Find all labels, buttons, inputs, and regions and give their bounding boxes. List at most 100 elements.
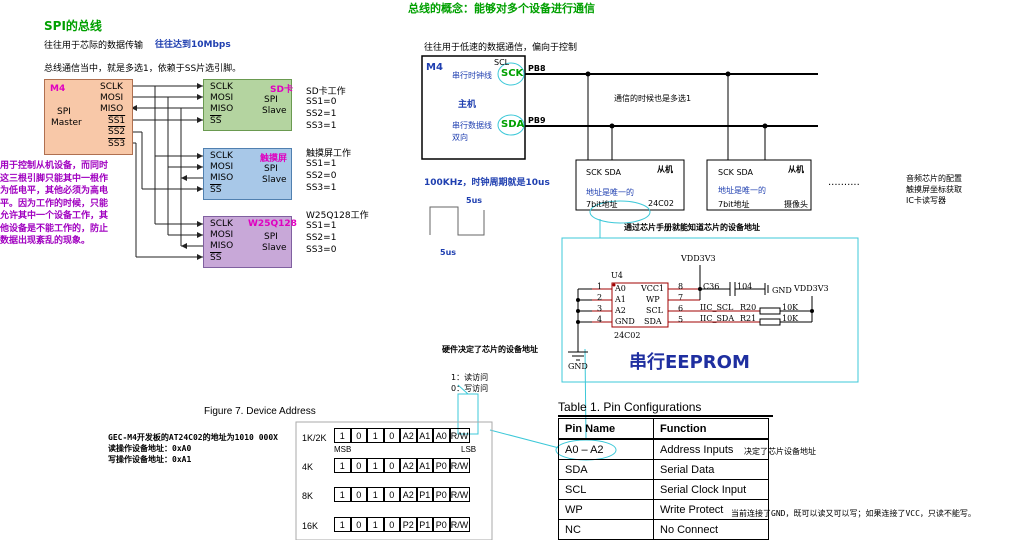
iic-speed: 100KHz，时钟周期就是10us [424,178,550,188]
slave-pin: MOSI [210,93,234,103]
fig7-bit-cell: 0 [383,517,400,532]
table-row: SDA Serial Data [558,459,769,480]
iic-pb9: PB9 [528,116,546,125]
eeprom-big-label: 串行EEPROM [629,352,750,373]
spi-master-pin: SS3 [108,139,126,149]
fig7-bit-cell: A1 [416,428,433,443]
fig7-bit-cell: P0 [433,517,450,532]
fig7-msb: MSB [334,445,352,454]
iic-slave1-bits: 7bit地址 [586,200,618,209]
fig7-bit-cell: 0 [350,428,367,443]
iic-host: 主机 [458,100,477,110]
fig7-size: 16K [302,521,319,531]
fig7-bit-cell: 1 [367,487,384,502]
spi-master-pin: SCLK [100,82,123,92]
right-note-line: IC卡读写器 [906,196,946,205]
side-note-line: 这三根引脚只能其中一根作 [0,173,109,184]
iic-slave2-pins: SCK SDA [718,168,754,177]
slave-status: SS1=1 [306,221,337,231]
iic-clk-label: 串行时钟线 [452,71,492,80]
slave-status-title: 触摸屏工作 [306,149,352,159]
fig7-bit-cell: P0 [433,487,450,502]
iic-slave1-pins: SCK SDA [586,168,622,177]
side-note-line: 他设备是不能工作的，防止 [0,223,109,234]
spi-master-name: M4 [50,84,66,94]
iic-slave1-chip: 24C02 [648,199,674,208]
slave-label: Slave [262,106,287,116]
slave-status: SS2=0 [306,171,337,181]
side-note-line: 为低电平，其他必须为高电 [0,186,109,196]
eeprom-pin-num: 4 [597,315,603,324]
table1-title: Table 1. Pin Configurations [558,400,702,414]
pin-config-table: Pin Name Function A0 – A2 Address Inputs… [558,418,769,540]
slave-status-title: SD卡工作 [306,87,346,97]
iic-pb8: PB8 [528,64,546,73]
side-note-line: 用于控制从机设备，而同时 [0,161,109,171]
spi-slave-sd: SCLK MOSI MISO SS SD卡 SPI Slave [203,79,293,131]
eeprom-pin-left: GND [615,317,635,326]
fig7-bit-cell: R/W [449,487,470,502]
table-cell-pin: SDA [558,459,654,480]
iic-slave2-chip: 摄像头 [784,200,808,209]
iic-data-label: 串行数据线 [452,121,492,130]
eeprom-iic-sda: IIC_SDA [700,314,735,323]
fig7-size: 1K/2K [302,433,327,443]
eeprom-pin-left: A1 [615,295,626,304]
eeprom-r20: R20 [740,303,757,312]
iic-sub: 往往用于低速的数据通信，偏向于控制 [424,43,578,53]
spi-master-pin: SS2 [108,127,126,137]
slave-pin: SCLK [210,219,233,229]
right-note-line: 触摸屏坐标获取 [906,185,962,194]
slave-status: SS3=0 [306,245,337,255]
table-note: 当前连接了GND，既可以读又可以写；如果连接了VCC，只读不能写。 [731,509,976,518]
table-note: 决定了芯片设备地址 [744,447,816,456]
spi-master-line2: Master [51,118,82,128]
table-cell-pin: SCL [558,479,654,500]
slave-pin: MISO [210,104,234,114]
slave-pin: MOSI [210,162,234,172]
fig7-bit-cell: R/W [449,458,470,473]
table-cell-func: Write Protect [653,499,769,520]
fig7-bit-cell: P2 [400,517,417,532]
eeprom-iic-scl: IIC_SCL [700,303,734,312]
eeprom-vdd2: VDD3V3 [794,284,829,293]
iic-slave1-tag: 从机 [657,165,673,174]
iic-us2: 5us [440,248,457,257]
slave-status: SS3=1 [306,183,337,193]
fig7-bit-cell: A1 [416,458,433,473]
slave-label: Slave [262,243,287,253]
table-header: Function [653,418,769,440]
slave-label: SPI [264,164,278,174]
side-note-line: 允许其中一个设备工作，其 [0,211,109,221]
iic-manual-note: 通过芯片手册就能知道芯片的设备地址 [624,223,760,232]
eeprom-c36: C36 [703,282,720,291]
eeprom-u4: U4 [611,271,623,280]
fig7-bit-cell: 1 [367,517,384,532]
fig7-lsb: LSB [461,445,477,454]
slave-label: SPI [264,232,278,242]
eeprom-pin-right: WP [646,295,660,304]
fig7-bit-cell: R/W [449,428,470,443]
slave-status: SS2=1 [306,109,337,119]
slave-tag: 触摸屏 [260,154,288,164]
fig7-size: 8K [302,491,314,501]
slave-pin: SCLK [210,151,233,161]
board-note-line: 写操作设备地址：0xA1 [108,455,192,464]
spi-heading: SPI的总线 [44,19,102,33]
iic-sda: SDA [501,119,525,130]
eeprom-10k: 10K [782,303,799,312]
fig7-bit-cell: A2 [400,428,417,443]
fig7-size: 4K [302,462,314,472]
eeprom-10k: 10K [782,314,799,323]
slave-pin: SS [210,185,222,195]
fig7-board-note: GEC-M4开发板的AT24C02的地址为1010 000X 读操作设备地址：0… [108,432,278,465]
eeprom-pin-num: 7 [678,293,684,302]
spi-master-line1: SPI [57,107,71,117]
eeprom-r21: R21 [740,314,757,323]
fig7-bit-cell: 0 [350,487,367,502]
table-row: NC No Connect [558,519,769,540]
eeprom-pin-num: 3 [597,304,603,313]
